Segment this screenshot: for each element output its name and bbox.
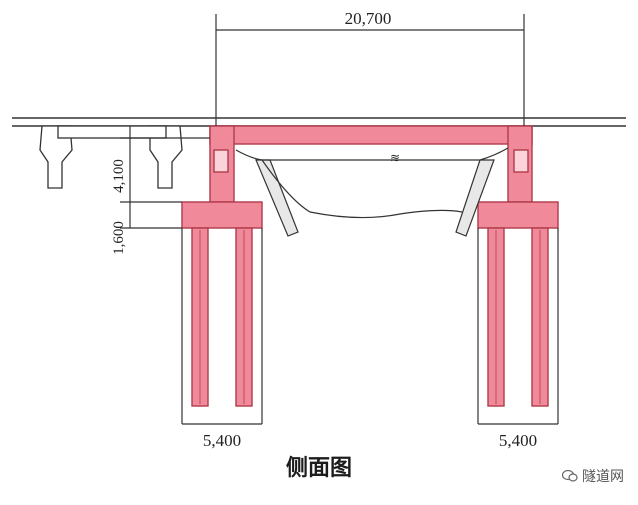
existing-adjacent-structure <box>39 125 183 189</box>
road-surface <box>12 117 626 127</box>
wall-height-label: 4,100 <box>111 159 127 193</box>
riverbed-outline <box>235 147 509 219</box>
left-piles <box>191 227 253 407</box>
top-slab <box>209 125 533 145</box>
wechat-icon <box>561 469 578 483</box>
height-dimensions <box>120 126 210 229</box>
left-footing <box>181 201 263 229</box>
footing-width-dimensions <box>181 228 559 425</box>
watermark: 隧道网 <box>561 466 624 486</box>
watermark-text: 隧道网 <box>582 469 624 485</box>
pile-hatching <box>199 230 541 404</box>
footing-height-label: 1,600 <box>111 221 127 255</box>
right-abutment <box>507 125 533 203</box>
left-abutment <box>209 125 235 203</box>
right-piles <box>487 227 549 407</box>
old-bridge-outline <box>255 159 495 237</box>
right-footing-width-label: 5,400 <box>499 431 537 450</box>
right-footing <box>477 201 559 229</box>
span-dimension <box>215 14 525 126</box>
span-label: 20,700 <box>345 9 392 28</box>
water-symbol: ≋ <box>390 151 400 165</box>
left-footing-width-label: 5,400 <box>203 431 241 450</box>
drawing-caption: 侧面图 <box>285 456 352 481</box>
